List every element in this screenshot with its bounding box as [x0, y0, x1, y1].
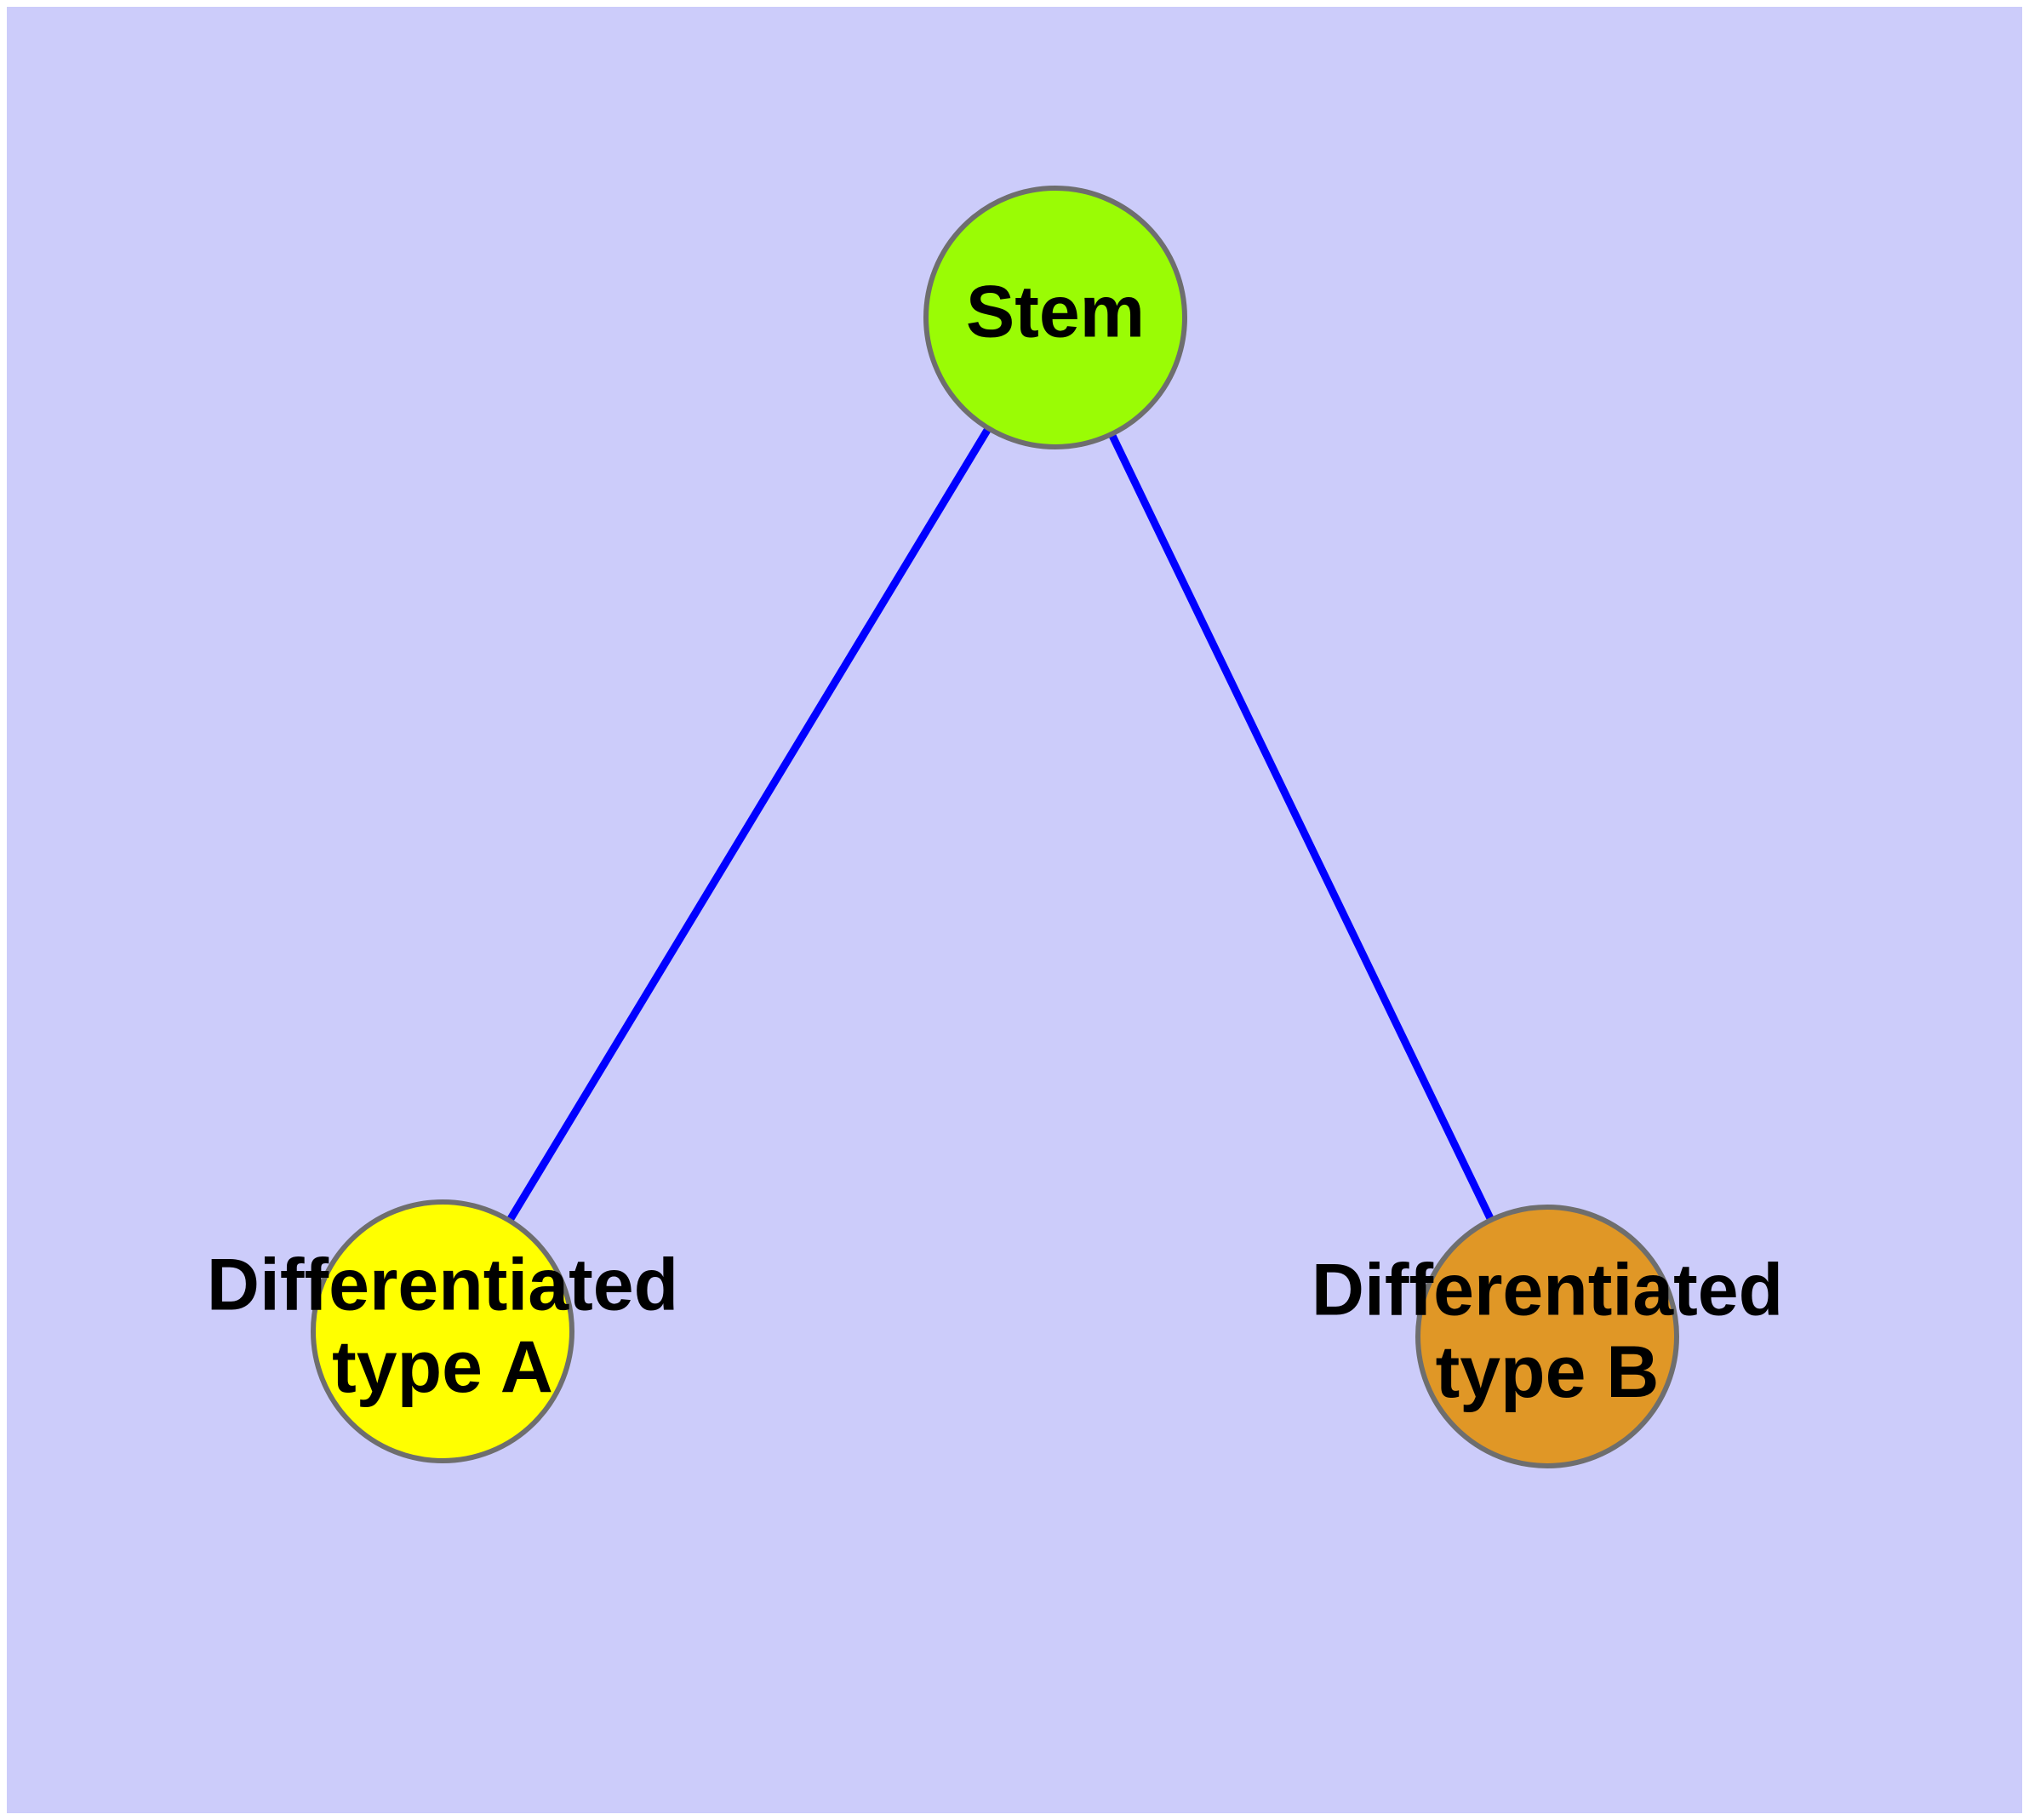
- node-label-diff_b-line-1: type B: [1436, 1331, 1660, 1413]
- node-circle-diff_b[interactable]: [1415, 1205, 1679, 1468]
- node-label-diff_a-line-0: Differentiated: [207, 1245, 678, 1326]
- node-label-diff_a-line-1: type A: [332, 1326, 553, 1408]
- node-circle-stem[interactable]: [923, 186, 1187, 449]
- node-label-stem-line-0: Stem: [966, 272, 1145, 353]
- node-circle-diff_a[interactable]: [311, 1199, 574, 1463]
- node-label-diff_b-line-0: Differentiated: [1312, 1250, 1783, 1331]
- graph-node-stem[interactable]: Stem: [923, 186, 1187, 449]
- graph-edge-stem-to-diff_a[interactable]: [439, 315, 1059, 1334]
- graph-edge-stem-to-diff_b[interactable]: [1051, 316, 1552, 1338]
- edges-group: [439, 315, 1552, 1338]
